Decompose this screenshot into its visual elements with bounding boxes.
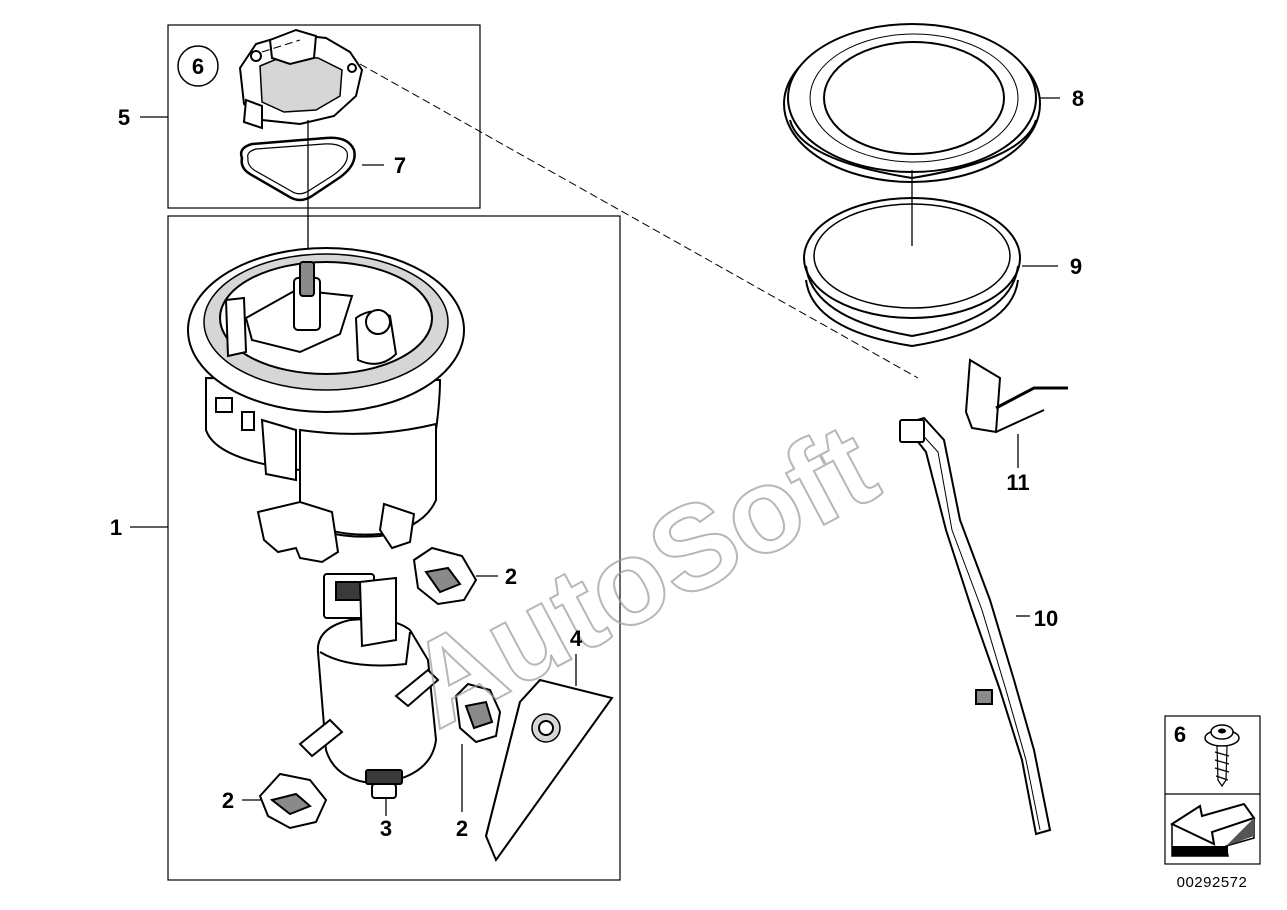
direction-arrow-icon: [1169, 802, 1256, 857]
callout-8: 8: [1072, 86, 1084, 111]
holder-bracket-part: [964, 358, 1068, 434]
clip-part-lower: [258, 772, 328, 830]
clip-part-upper: [412, 546, 478, 606]
callout-11: 11: [1006, 470, 1029, 495]
inset-callout-6: 6: [1174, 722, 1186, 747]
clip-part-middle: [454, 682, 502, 744]
callout-2-lower-left: 2: [222, 788, 234, 813]
fuel-pump-part: [298, 573, 440, 799]
level-sensor-part: [899, 416, 1052, 836]
wedge-cover-part: [484, 678, 614, 863]
pump-bracket-part: [256, 500, 416, 564]
pump-flange-part: [187, 247, 465, 538]
seal-ring-part: [803, 197, 1021, 348]
callout-4: 4: [570, 626, 583, 651]
gasket-part: [239, 136, 356, 202]
lid-part: [238, 28, 364, 130]
screw-icon: [1204, 724, 1240, 788]
pump-assembly-frame: [167, 215, 621, 881]
callout-2-lower-middle: 2: [456, 816, 468, 841]
inset-panel: 6: [1164, 715, 1261, 865]
callout-3: 3: [380, 816, 392, 841]
callout-9: 9: [1070, 254, 1082, 279]
callout-7: 7: [394, 153, 406, 178]
callout-5: 5: [118, 105, 130, 130]
callout-6-circle: [177, 45, 219, 87]
locking-ring-part: [783, 23, 1041, 183]
document-number: 00292572: [1177, 874, 1248, 891]
callout-10: 10: [1034, 606, 1058, 631]
callout-1: 1: [110, 515, 122, 540]
callout-6: 6: [192, 54, 204, 79]
callout-2-upper: 2: [505, 564, 517, 589]
